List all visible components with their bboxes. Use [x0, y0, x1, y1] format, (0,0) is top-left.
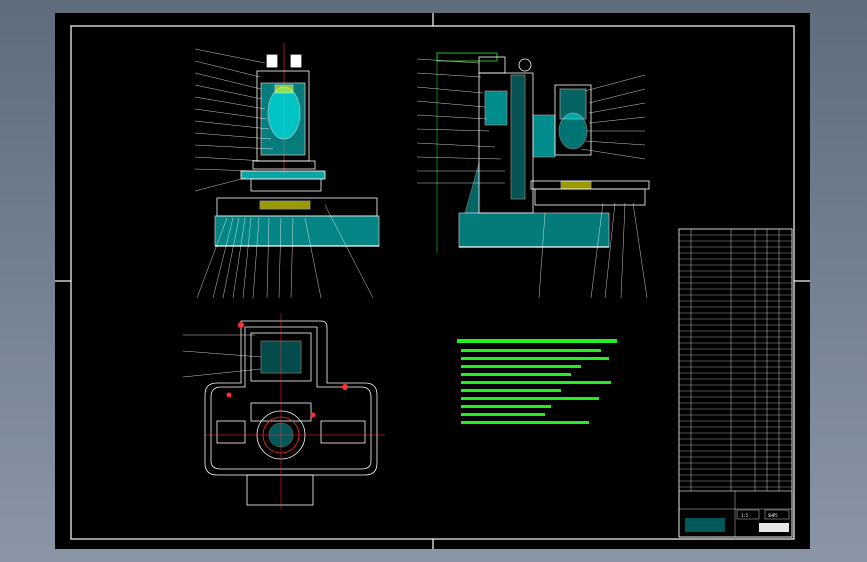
title-block: 1:5 SHP5: [678, 228, 793, 538]
top-view: [182, 313, 385, 509]
title-block-scale: 1:5: [741, 513, 749, 518]
drawing-border: [55, 13, 810, 549]
section-marks: [226, 322, 348, 418]
technical-notes: [457, 339, 617, 424]
side-view: [416, 52, 650, 299]
title-block-drawing-number: SHP5: [768, 513, 778, 518]
drawing-sheet: 1:5 SHP5: [55, 13, 810, 549]
front-view: [194, 43, 380, 299]
